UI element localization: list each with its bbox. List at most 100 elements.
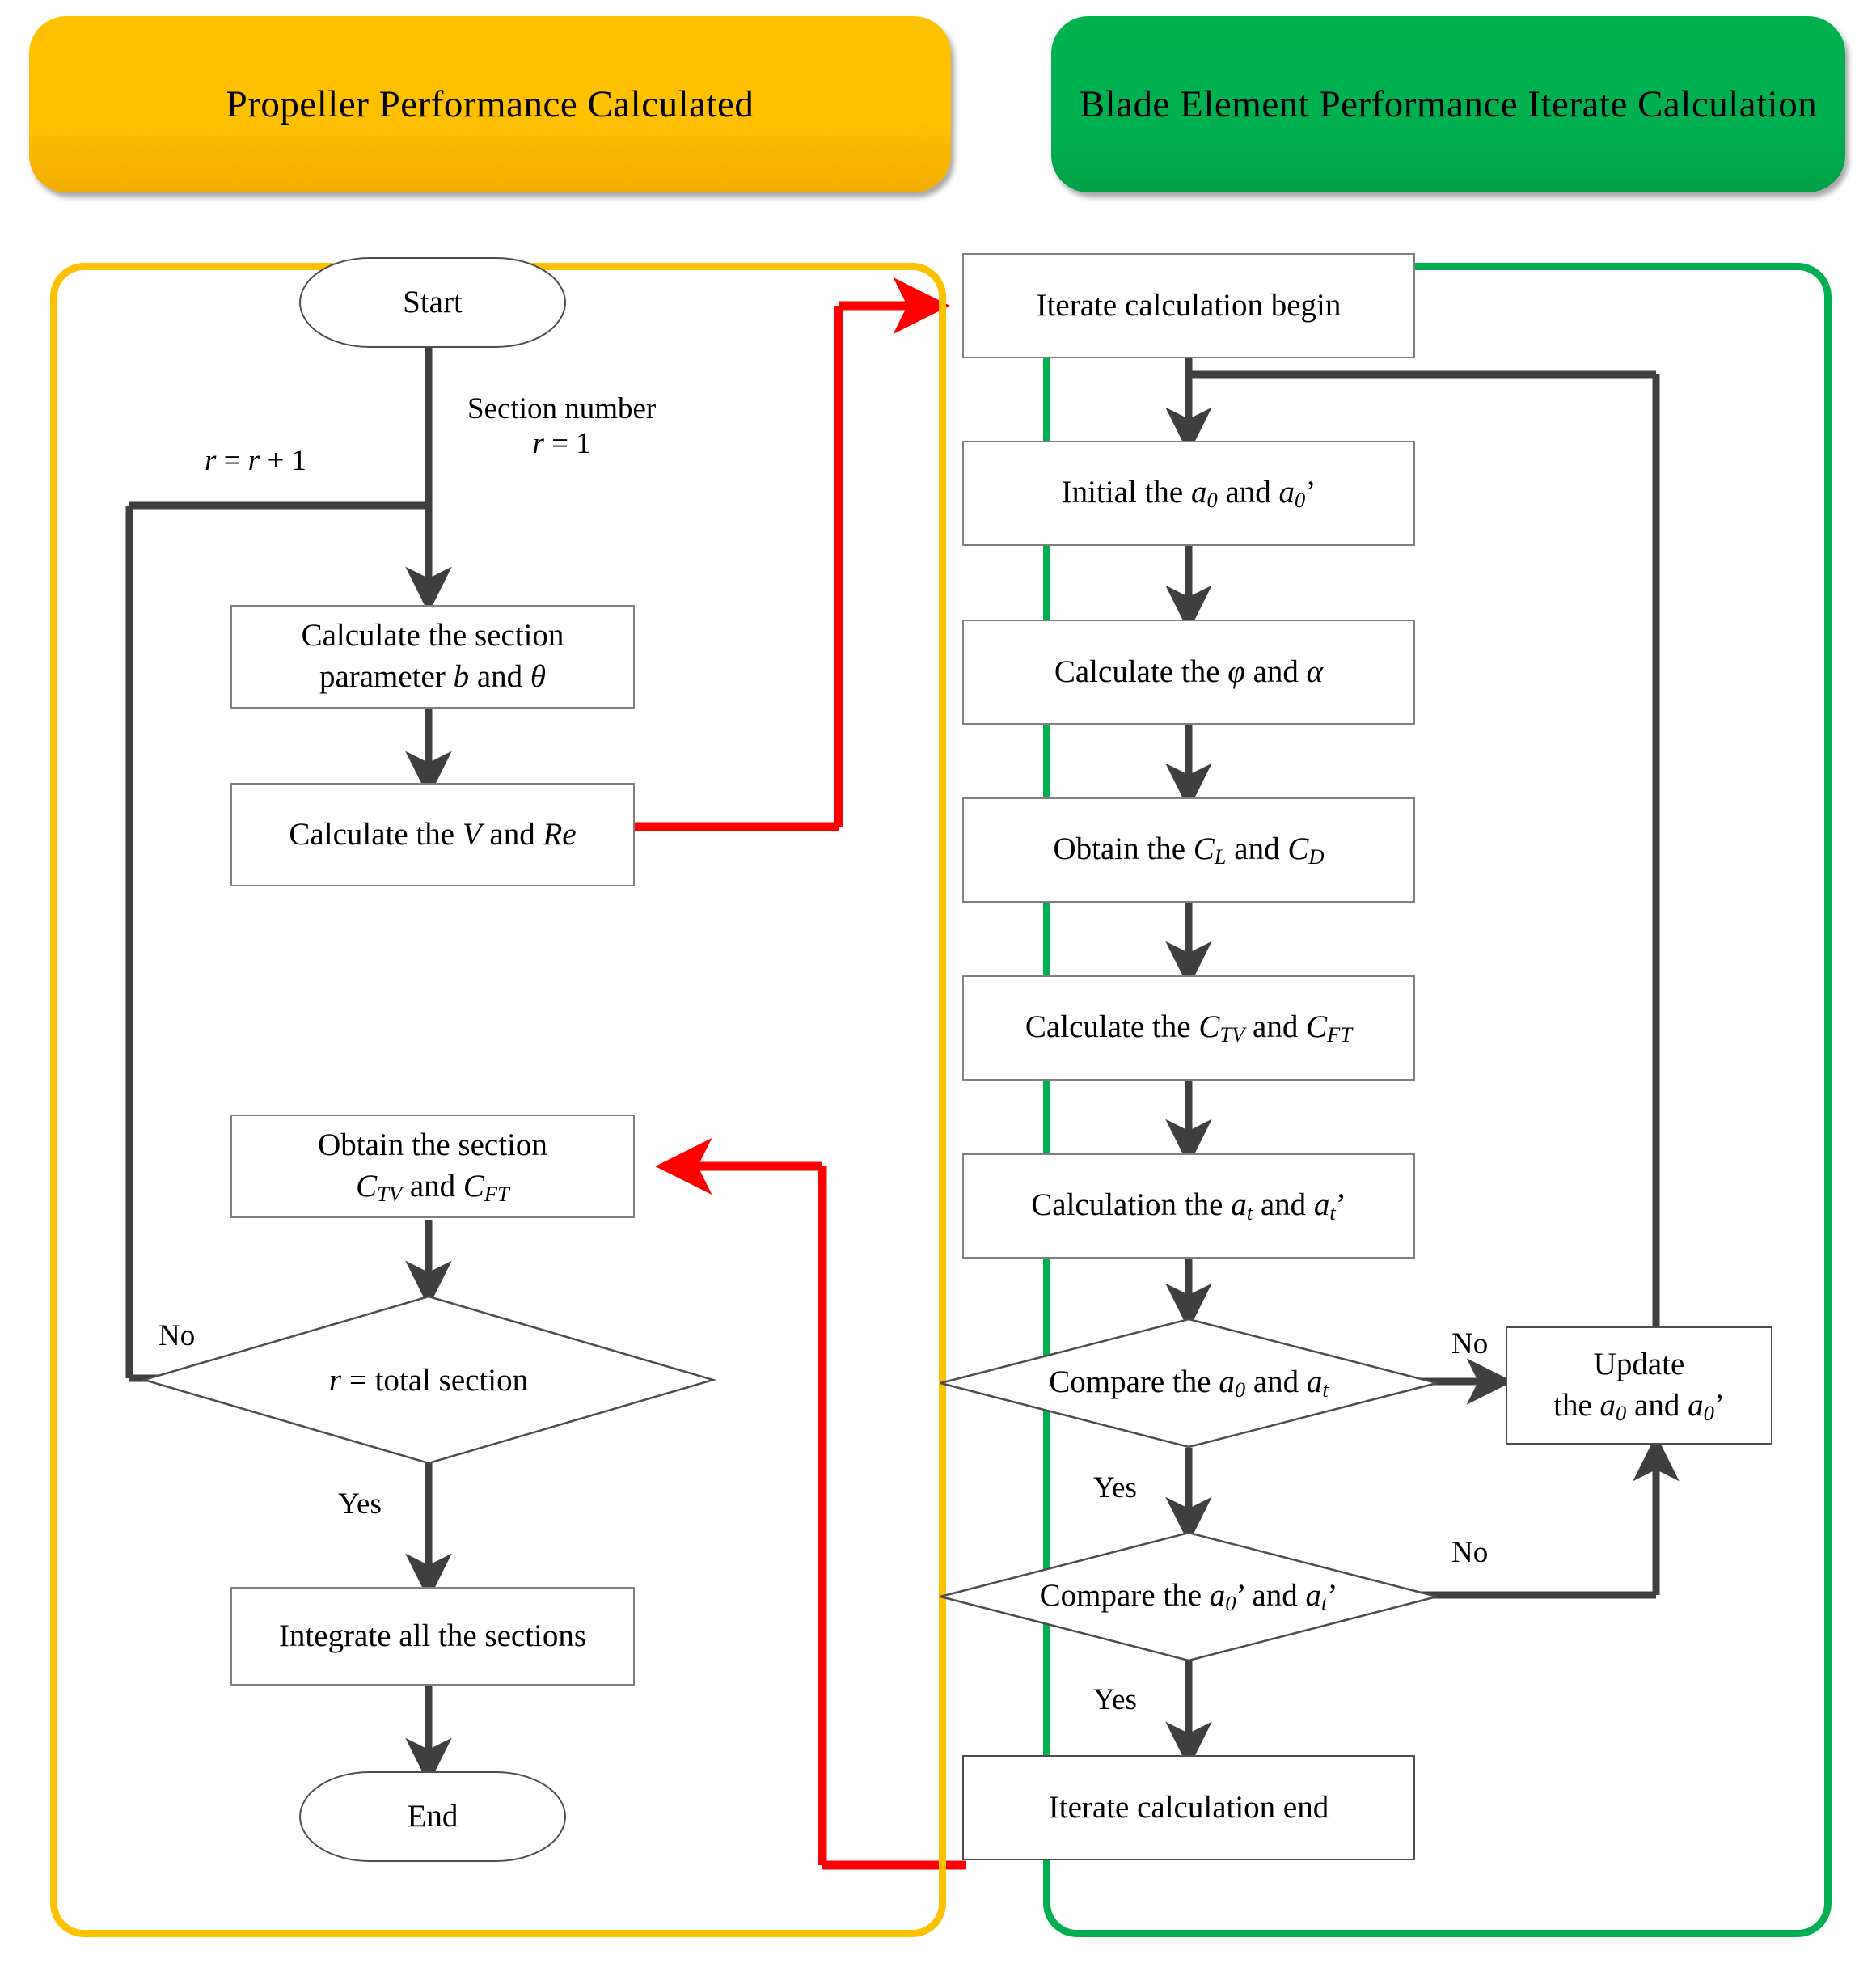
node-initial-a0[interactable]: Initial the a0 and a0’ xyxy=(962,441,1415,546)
update-line1: Update xyxy=(1593,1347,1685,1381)
node-calculation-at-label: Calculation the at and at’ xyxy=(1031,1185,1346,1226)
sub-0p-init: 0 xyxy=(1295,488,1306,513)
node-calculate-section-parameter-label: Calculate the section parameter b and θ xyxy=(302,616,564,697)
node-calculate-ctv-cft[interactable]: Calculate the CTV and CFT xyxy=(962,975,1415,1081)
decision-r-total-section-shape[interactable] xyxy=(142,1294,716,1466)
node-calculate-phi-alpha-label: Calculate the φ and α xyxy=(1054,652,1323,693)
decision-compare-a0p-atp-shape[interactable] xyxy=(938,1530,1439,1663)
node-iterate-begin-label: Iterate calculation begin xyxy=(1036,287,1342,323)
ctv-pre: Calculate the xyxy=(1025,1009,1199,1045)
r-inc-end: + 1 xyxy=(260,444,307,477)
node-obtain-section-coefficients[interactable]: Obtain the section CTV and CFT xyxy=(230,1115,635,1218)
sub-L: L xyxy=(1214,844,1227,869)
edge-label-r-equals-1: = 1 xyxy=(543,427,591,460)
var-a0-upd: a xyxy=(1599,1387,1616,1423)
node-calculate-phi-alpha[interactable]: Calculate the φ and α xyxy=(962,620,1415,725)
var-a0p-init: a xyxy=(1278,475,1295,510)
clcd-mid: and xyxy=(1226,831,1288,867)
edge-label-section-number-line1: Section number xyxy=(467,392,657,425)
sub-t: t xyxy=(1246,1200,1253,1225)
sub-TV: TV xyxy=(1219,1022,1245,1047)
node-calculation-at[interactable]: Calculation the at and at’ xyxy=(962,1153,1415,1259)
var-r-inc2: r xyxy=(247,444,260,477)
at-mid: and xyxy=(1253,1187,1314,1223)
var-V: V xyxy=(462,816,482,852)
obtain-section-mid: and xyxy=(402,1168,463,1204)
node-calculate-v-and-re[interactable]: Calculate the V and Re xyxy=(230,783,635,886)
var-alpha: α xyxy=(1306,654,1324,689)
var-CFT: C xyxy=(1306,1009,1328,1045)
var-CTV: C xyxy=(1198,1009,1220,1045)
node-obtain-cl-cd[interactable]: Obtain the CL and CD xyxy=(962,798,1415,903)
node-calculate-section-parameter[interactable]: Calculate the section parameter b and θ xyxy=(230,605,635,709)
node-start[interactable]: Start xyxy=(299,257,566,348)
node-integrate-label: Integrate all the sections xyxy=(278,1618,587,1653)
sub-0-init: 0 xyxy=(1206,488,1218,513)
header-left-title: Propeller Performance Calculated xyxy=(226,83,754,125)
calc-section-line1: Calculate the section xyxy=(301,618,564,654)
header-blade-element-performance: Blade Element Performance Iterate Calcul… xyxy=(1051,16,1845,192)
node-iterate-calculation-begin[interactable]: Iterate calculation begin xyxy=(962,253,1415,358)
edge-label-right-yes-1: Yes xyxy=(1093,1471,1137,1504)
clcd-pre: Obtain the xyxy=(1053,831,1194,867)
initial-pre: Initial the xyxy=(1061,475,1191,510)
var-atp: a xyxy=(1313,1187,1330,1223)
var-theta: θ xyxy=(530,659,547,694)
var-C-left2: C xyxy=(463,1168,484,1204)
var-CL: C xyxy=(1193,831,1215,867)
var-r-init: r xyxy=(532,427,544,460)
var-a0p-upd: a xyxy=(1688,1387,1704,1423)
header-propeller-performance: Propeller Performance Calculated xyxy=(29,16,951,192)
phi-pre: Calculate the xyxy=(1054,654,1228,689)
var-CD: C xyxy=(1287,831,1309,867)
var-a0-init: a xyxy=(1190,475,1207,510)
header-right-title: Blade Element Performance Iterate Calcul… xyxy=(1079,83,1818,125)
sub-TV-left: TV xyxy=(377,1181,403,1206)
node-calculate-v-and-re-label: Calculate the V and Re xyxy=(289,814,576,856)
sub-0-upd: 0 xyxy=(1616,1400,1627,1425)
var-r-inc1: r xyxy=(205,444,217,477)
node-obtain-section-coefficients-label: Obtain the section CTV and CFT xyxy=(318,1125,547,1208)
edge-label-right-yes-2: Yes xyxy=(1093,1683,1137,1716)
decision-compare-a0-at-shape[interactable] xyxy=(938,1317,1439,1449)
initial-mid: and xyxy=(1217,475,1279,510)
panel-propeller-performance xyxy=(50,263,946,1937)
var-Re: Re xyxy=(543,816,577,852)
sub-FT-left: FT xyxy=(484,1181,509,1206)
at-pre: Calculation the xyxy=(1031,1187,1232,1223)
obtain-section-line1: Obtain the section xyxy=(318,1128,547,1162)
calc-vre-pre: Calculate the xyxy=(289,816,463,852)
node-end[interactable]: End xyxy=(299,1771,566,1862)
var-b: b xyxy=(453,659,470,694)
edge-label-right-no-1: No xyxy=(1451,1327,1489,1360)
prime-at: ’ xyxy=(1335,1187,1346,1223)
prime-init: ’ xyxy=(1305,475,1316,510)
edge-label-left-yes: Yes xyxy=(338,1487,382,1521)
edge-label-right-no-2: No xyxy=(1451,1536,1489,1569)
node-end-label: End xyxy=(407,1798,458,1834)
node-integrate-all-sections[interactable]: Integrate all the sections xyxy=(230,1587,635,1686)
panel-blade-element-iteration xyxy=(1043,263,1832,1937)
phi-mid: and xyxy=(1244,654,1307,689)
prime-upd: ’ xyxy=(1713,1387,1725,1423)
edge-label-section-number: Section number r = 1 xyxy=(467,391,656,461)
calc-section-line2-pre: parameter xyxy=(319,659,454,694)
ctv-mid: and xyxy=(1244,1009,1307,1045)
sub-0p-upd: 0 xyxy=(1703,1400,1714,1425)
update-mid: and xyxy=(1626,1387,1688,1423)
calc-section-mid: and xyxy=(469,659,530,694)
edge-label-left-no: No xyxy=(158,1319,196,1352)
node-calculate-ctv-cft-label: Calculate the CTV and CFT xyxy=(1025,1007,1352,1048)
update-line2-pre: the xyxy=(1553,1387,1600,1423)
calc-vre-mid: and xyxy=(481,816,543,852)
node-update-a0-label: Update the a0 and a0’ xyxy=(1553,1344,1725,1427)
var-phi: φ xyxy=(1227,654,1245,689)
node-update-a0[interactable]: Update the a0 and a0’ xyxy=(1506,1326,1772,1445)
edge-label-r-increment: r = r + 1 xyxy=(205,443,306,478)
r-inc-mid: = xyxy=(216,444,248,477)
node-obtain-cl-cd-label: Obtain the CL and CD xyxy=(1053,829,1324,870)
node-iterate-end-label: Iterate calculation end xyxy=(1048,1789,1329,1825)
var-at: a xyxy=(1231,1187,1247,1223)
node-iterate-calculation-end[interactable]: Iterate calculation end xyxy=(962,1755,1415,1860)
